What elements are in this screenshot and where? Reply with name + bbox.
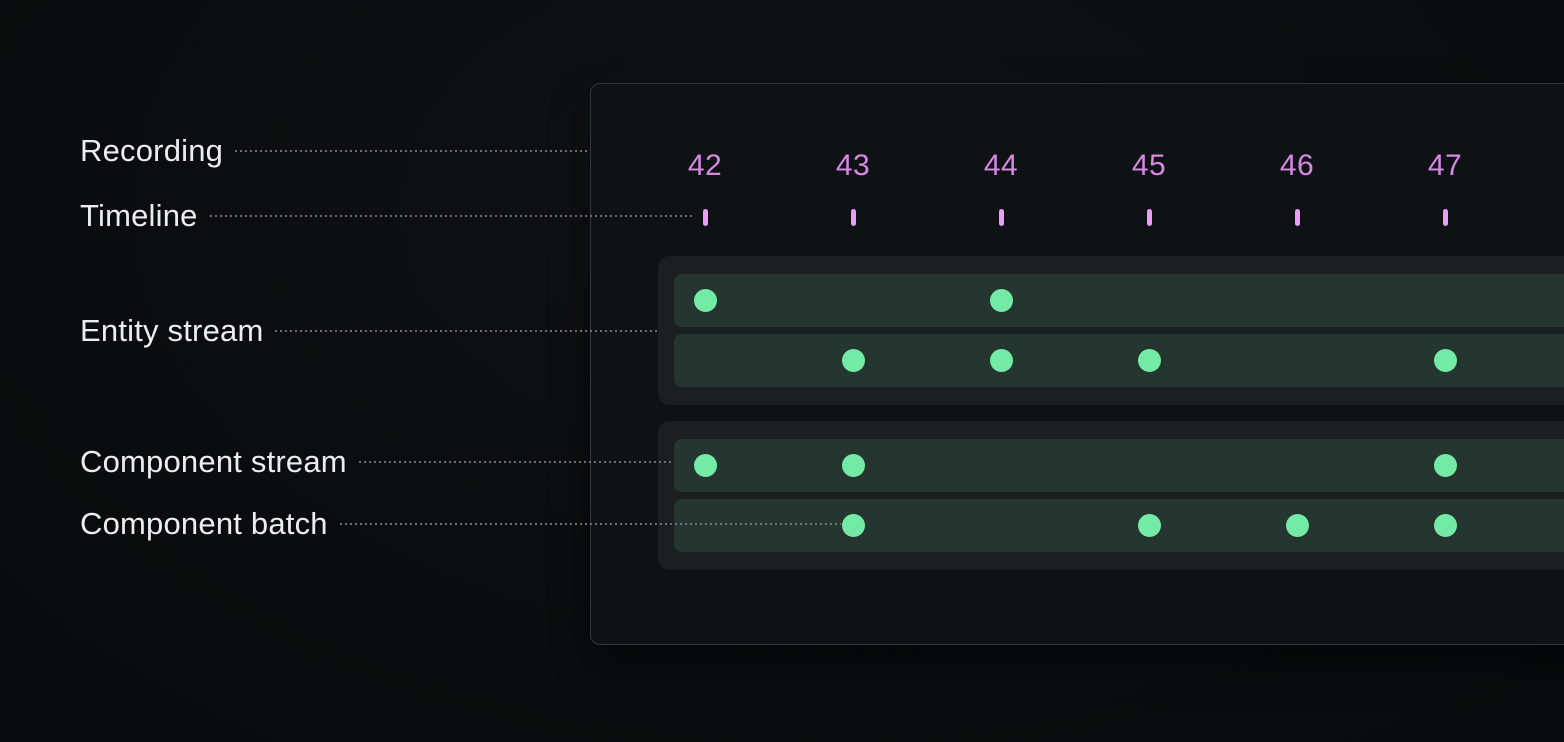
component-batch-dot	[1137, 514, 1161, 537]
timeline-label: Timeline	[80, 198, 198, 233]
component-batch-dot	[1285, 514, 1309, 537]
timeline-tick-label: 47	[1427, 149, 1463, 182]
timeline-tick-mark	[1294, 209, 1300, 226]
component-stream-bar	[674, 439, 1564, 492]
timeline-tick-label: 44	[983, 149, 1019, 182]
component-batch-dot	[693, 454, 717, 477]
component-stream-bar	[674, 334, 1564, 387]
timeline-tick-label: 45	[1131, 149, 1167, 182]
timeline-tick-mark	[998, 209, 1004, 226]
component-batch-dot	[989, 289, 1013, 312]
recording-label: Recording	[80, 133, 224, 168]
component-batch-dot	[1433, 514, 1457, 537]
timeline-tick-mark	[850, 209, 856, 226]
annotation-recording: Recording	[80, 131, 590, 171]
annotation-entity-stream: Entity stream	[80, 311, 657, 351]
timeline-tick-label: 43	[835, 149, 871, 182]
component-batch-dot	[1433, 454, 1457, 477]
entity-stream-group-1	[658, 256, 1564, 405]
recording-leader-line	[235, 150, 590, 152]
component-stream-label: Component stream	[80, 444, 347, 479]
component-batch-dot	[693, 289, 717, 312]
recording-panel: 42 43 44 45 46 47	[590, 83, 1564, 645]
component-batch-dot	[841, 349, 865, 372]
timeline-tick-label: 42	[687, 149, 723, 182]
timeline: 42 43 44 45 46 47	[591, 84, 1564, 259]
component-stream-bar	[674, 274, 1564, 327]
component-batch-dot	[989, 349, 1013, 372]
component-batch-dot	[1433, 349, 1457, 372]
annotation-component-stream: Component stream	[80, 442, 672, 482]
timeline-tick-mark	[702, 209, 708, 226]
entity-stream-group-2	[658, 421, 1564, 570]
component-batch-dot	[1137, 349, 1161, 372]
component-batch-dot	[841, 454, 865, 477]
component-stream-bar	[674, 499, 1564, 552]
entity-stream-label: Entity stream	[80, 313, 264, 348]
component-batch-label: Component batch	[80, 506, 328, 541]
timeline-tick-mark	[1146, 209, 1152, 226]
timeline-tick-mark	[1442, 209, 1448, 226]
component-batch-dot	[841, 514, 865, 537]
timeline-tick-label: 46	[1279, 149, 1315, 182]
